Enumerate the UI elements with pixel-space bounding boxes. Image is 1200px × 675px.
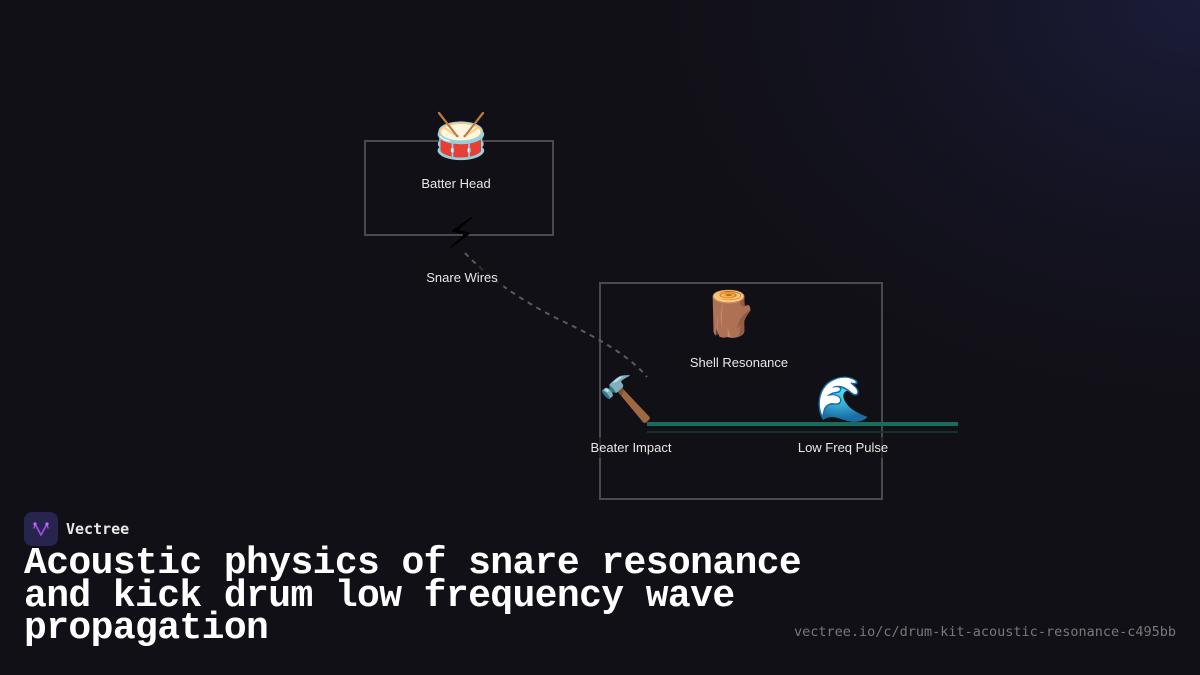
node-beater-impact[interactable]: 🔨 — [599, 375, 654, 425]
node-label-low-freq-pulse: Low Freq Pulse — [791, 437, 895, 458]
vectree-logo-icon — [24, 512, 58, 546]
node-label-beater-impact: Beater Impact — [584, 437, 678, 458]
snare-group-box — [364, 140, 554, 236]
node-low-freq-pulse[interactable]: 🌊 — [816, 375, 871, 425]
node-shell-resonance[interactable]: 🪵 — [703, 290, 758, 340]
lightning-icon: ⚡ — [445, 209, 477, 260]
node-label-batter-head: Batter Head — [415, 173, 497, 194]
brand-name: Vectree — [66, 520, 130, 538]
brand: Vectree — [24, 512, 129, 546]
share-url[interactable]: vectree.io/c/drum-kit-acoustic-resonance… — [793, 624, 1176, 640]
node-label-shell-resonance: Shell Resonance — [683, 352, 795, 373]
hammer-icon: 🔨 — [598, 374, 654, 425]
drum-icon: 🥁 — [433, 111, 489, 162]
page-title: Acoustic physics of snare resonance and … — [24, 542, 802, 650]
kick-group-box — [599, 282, 883, 500]
node-label-snare-wires: Snare Wires — [420, 267, 504, 288]
node-snare-wires[interactable]: ⚡ — [446, 210, 477, 260]
water-wave-icon: 🌊 — [815, 374, 871, 425]
node-batter-head[interactable]: 🥁 — [434, 112, 489, 162]
wood-log-icon: 🪵 — [702, 289, 758, 340]
